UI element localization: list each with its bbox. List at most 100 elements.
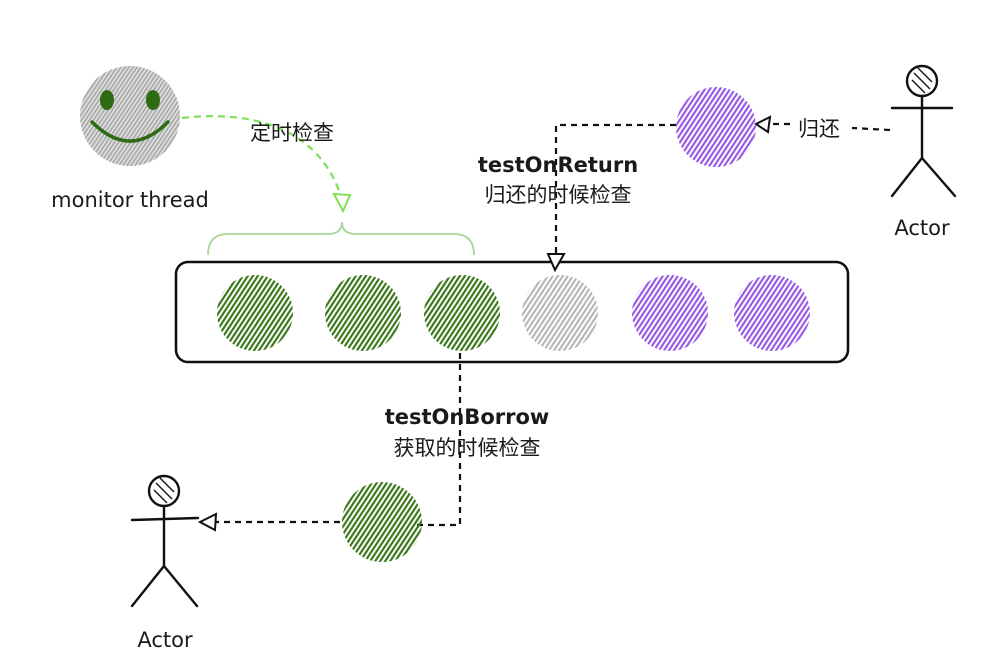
hatch-stroke	[119, 66, 180, 166]
hatch-stroke	[684, 87, 746, 167]
hatch-stroke	[736, 275, 795, 351]
hatch-stroke	[461, 275, 500, 351]
hatch-stroke	[420, 482, 422, 562]
test-on-borrow-desc: 获取的时候检查	[394, 436, 541, 460]
hatch-stroke	[0, 62, 61, 170]
hatch-stroke	[325, 275, 371, 351]
return-to-pool-arrowhead	[546, 253, 566, 273]
test-on-borrow-title: testOnBorrow	[385, 405, 550, 429]
hatch-stroke	[146, 271, 201, 355]
hatch-stroke	[385, 482, 422, 562]
hatch-stroke	[325, 275, 351, 351]
hatch-stroke	[342, 482, 352, 562]
hatch-stroke	[342, 482, 387, 562]
hatch-stroke	[342, 482, 392, 562]
test-on-return-desc: 归还的时候检查	[485, 183, 632, 207]
hatch-stroke	[534, 275, 593, 351]
hatch-stroke	[80, 66, 118, 166]
hatch-stroke	[424, 275, 465, 351]
borrow-actor-label: Actor	[137, 628, 193, 652]
hatch-stroke	[734, 275, 770, 351]
hatch-stroke	[325, 275, 361, 351]
hatch-stroke	[704, 275, 708, 351]
hatch-stroke	[91, 66, 166, 166]
hatch-stroke	[269, 275, 293, 351]
return-arrow-segment-1	[851, 126, 891, 132]
hatch-stroke	[424, 275, 450, 351]
hatch-stroke	[676, 87, 706, 167]
hatch-stroke	[151, 271, 206, 355]
hatch-stroke	[0, 62, 57, 170]
hatch-stroke	[350, 482, 412, 562]
hatch-stroke	[395, 482, 422, 562]
hatch-stroke	[466, 275, 500, 351]
hatch-stroke	[639, 275, 698, 351]
hatch-stroke	[426, 275, 485, 351]
hatch-stroke	[217, 275, 263, 351]
hatch-stroke	[80, 66, 122, 166]
hatch-stroke	[776, 275, 810, 351]
return-actor-body-icon	[890, 94, 957, 198]
hatch-stroke	[632, 275, 678, 351]
hatch-stroke	[734, 275, 760, 351]
hatch-stroke	[80, 66, 110, 166]
borrow-from-pool-line	[416, 353, 462, 527]
hatch-stroke	[415, 482, 422, 562]
return-actor-label: Actor	[894, 216, 950, 240]
hatch-stroke	[771, 275, 810, 351]
hatch-stroke	[634, 275, 693, 351]
hatch-stroke	[529, 275, 588, 351]
hatch-stroke	[0, 62, 69, 170]
hatch-stroke	[375, 482, 422, 562]
hatch-stroke	[734, 275, 765, 351]
checked-range-brace	[207, 221, 475, 256]
hatch-stroke	[372, 275, 401, 351]
monitor-thread-label: monitor thread	[51, 188, 209, 212]
hatch-stroke	[83, 66, 158, 166]
hatch-stroke	[0, 62, 73, 170]
hatch-stroke	[254, 275, 293, 351]
timed-check-label: 定时检查	[250, 121, 334, 145]
hatch-stroke	[342, 482, 372, 562]
hatch-stroke	[676, 87, 711, 167]
test-on-return-title: testOnReturn	[478, 153, 638, 177]
hatch-stroke	[699, 275, 708, 351]
hatch-stroke	[746, 275, 805, 351]
hatch-stroke	[709, 87, 756, 167]
hatch-stroke	[357, 275, 401, 351]
hatch-stroke	[766, 275, 810, 351]
hatch-stroke	[127, 66, 180, 166]
hatch-stroke	[801, 275, 810, 351]
hatch-stroke	[632, 275, 663, 351]
hatch-stroke	[87, 66, 162, 166]
hatch-stroke	[522, 275, 553, 351]
hatch-stroke	[689, 87, 751, 167]
hatch-stroke	[806, 275, 810, 351]
hatch-stroke	[676, 87, 726, 167]
hatch-stroke	[669, 275, 708, 351]
hatch-stroke	[151, 66, 180, 166]
hatch-stroke	[249, 275, 293, 351]
hatch-stroke	[676, 87, 716, 167]
borrow-actor-body-icon	[130, 504, 200, 608]
hatch-stroke	[522, 275, 548, 351]
borrow-actor-head-hatch	[153, 477, 175, 504]
hatch-stroke	[522, 275, 558, 351]
hatch-stroke	[714, 87, 756, 167]
hatch-stroke	[332, 275, 391, 351]
hatch-stroke	[259, 275, 293, 351]
hatch-stroke	[139, 66, 180, 166]
hatch-stroke	[103, 66, 178, 166]
hatch-stroke	[436, 275, 495, 351]
hatch-stroke	[80, 66, 126, 166]
hatch-stroke	[377, 275, 401, 351]
timed-check-arrow	[181, 115, 344, 201]
hatch-stroke	[345, 482, 407, 562]
hatch-stroke	[664, 275, 708, 351]
hatch-stroke	[337, 275, 396, 351]
hatch-stroke	[143, 66, 180, 166]
hatch-stroke	[217, 275, 243, 351]
hatch-stroke	[632, 275, 668, 351]
hatch-stroke	[135, 66, 180, 166]
